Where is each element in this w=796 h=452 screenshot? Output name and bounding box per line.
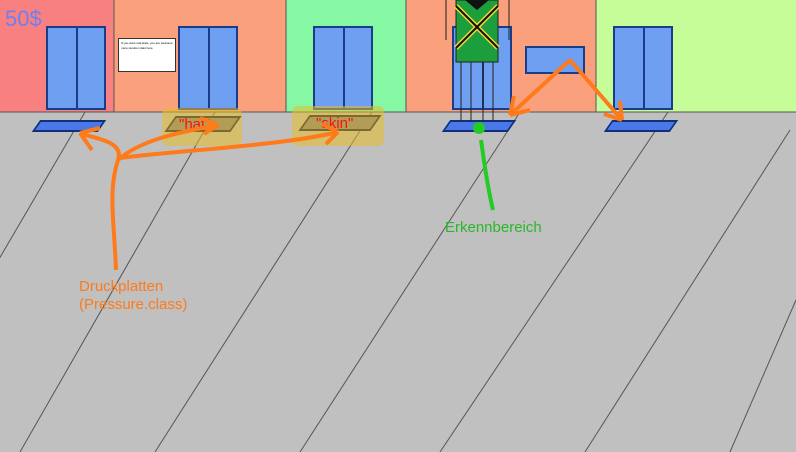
money-display: 50$ (5, 6, 42, 31)
door-lime-store[interactable] (613, 26, 673, 110)
detection-annotation: Erkennbereich (445, 219, 542, 236)
door-hat-store[interactable] (178, 26, 238, 110)
pressure-annotation-line2: (Pressure.class) (79, 296, 188, 313)
pressure-annotation: Druckplatten (Pressure.class) (79, 278, 187, 314)
door-skin-store[interactable] (313, 26, 373, 110)
store-sign-text: If you want real Hats, you are welcome m… (121, 41, 173, 50)
store-sign: If you want real Hats, you are welcome m… (118, 38, 176, 72)
door-red-store[interactable] (46, 26, 106, 110)
pressure-annotation-line1: Druckplatten (79, 278, 164, 295)
